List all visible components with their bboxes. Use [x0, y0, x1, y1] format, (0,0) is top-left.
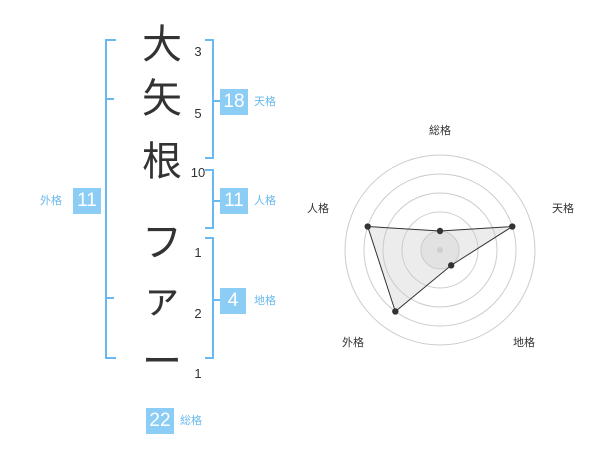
- tenkaku-bracket: [205, 39, 220, 159]
- chikaku-label: 地格: [254, 294, 276, 307]
- radar-chart: [344, 154, 536, 346]
- gaikaku-bracket: [105, 39, 116, 359]
- name-char-3: 根: [142, 139, 182, 185]
- radar-point-4: [392, 308, 399, 315]
- radar-label-jinkaku: 人格: [307, 201, 329, 215]
- soukaku-label: 総格: [180, 414, 202, 427]
- name-char-2: 矢: [142, 76, 182, 122]
- jinkaku-bracket: [205, 169, 220, 229]
- chikaku-badge: 4: [220, 288, 246, 314]
- soukaku-badge: 22: [146, 408, 174, 434]
- jinkaku-label: 人格: [254, 194, 276, 207]
- chikaku-bracket: [205, 237, 220, 359]
- name-char-4: フ: [142, 220, 182, 266]
- radar-area: [367, 225, 513, 313]
- stroke-count-4: 1: [194, 245, 202, 260]
- tenkaku-badge: 18: [220, 89, 248, 115]
- stroke-count-6: 1: [194, 366, 202, 381]
- name-char-6: ー: [142, 339, 182, 385]
- radar-label-soukaku: 総格: [429, 123, 451, 137]
- name-char-5: ァ: [142, 276, 182, 322]
- radar-label-chikaku: 地格: [513, 335, 535, 349]
- stroke-count-5: 2: [194, 306, 202, 321]
- radar-label-gaikaku: 外格: [342, 335, 364, 349]
- name-char-1: 大: [142, 22, 182, 68]
- radar-point-5: [364, 223, 371, 230]
- gaikaku-badge: 11: [73, 188, 101, 214]
- tenkaku-label: 天格: [254, 95, 276, 108]
- radar-label-tenkaku: 天格: [552, 201, 574, 215]
- radar-point-1: [436, 227, 444, 235]
- stroke-count-3: 10: [190, 165, 206, 180]
- radar-center-dot: [437, 247, 443, 253]
- stroke-count-2: 5: [194, 106, 202, 121]
- radar-point-3: [447, 262, 455, 269]
- jinkaku-badge: 11: [220, 188, 248, 214]
- gaikaku-label: 外格: [40, 194, 62, 207]
- radar-point-2: [509, 223, 516, 230]
- stroke-count-1: 3: [194, 44, 202, 59]
